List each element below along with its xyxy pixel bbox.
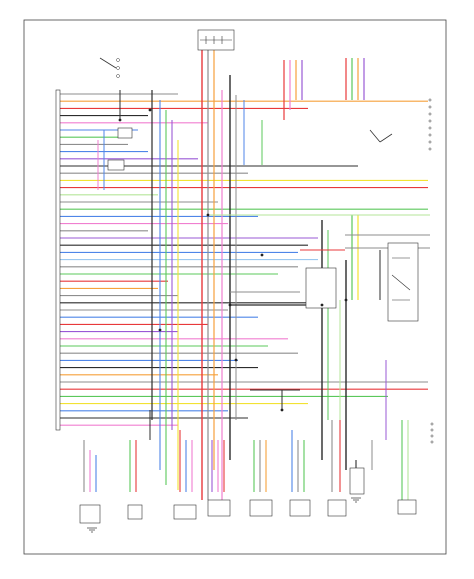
switch-contact: [116, 66, 120, 70]
bottom-component: [173, 504, 197, 520]
bottom-component: [249, 499, 273, 517]
terminal-pin: [430, 422, 434, 426]
terminal-pin: [428, 133, 432, 137]
bottom-component: [79, 504, 101, 524]
switch-contact: [116, 58, 120, 62]
terminal-pin: [430, 434, 434, 438]
splice-dot: [206, 213, 210, 217]
terminal-pin: [428, 119, 432, 123]
terminal-pin: [428, 98, 432, 102]
control-module: [387, 242, 419, 322]
splice-dot: [320, 303, 324, 307]
wire-layer: [58, 40, 430, 510]
bottom-component: [349, 467, 365, 495]
connector-block: [305, 267, 337, 309]
splice-dot: [228, 303, 232, 307]
splice-dot: [158, 328, 162, 332]
bottom-component: [397, 499, 417, 515]
splice-dot: [118, 118, 122, 122]
switch-lever: [99, 57, 117, 69]
terminal-pin: [428, 105, 432, 109]
splice-dot: [148, 108, 152, 112]
splice-dot: [344, 298, 348, 302]
module-line: [391, 274, 411, 291]
bottom-component: [127, 504, 143, 520]
terminal-pin: [428, 112, 432, 116]
bottom-component: [289, 499, 311, 517]
diagram-frame: [23, 19, 447, 555]
terminal-pin: [428, 147, 432, 151]
sensor-symbol: [379, 133, 393, 143]
switch-contact: [116, 74, 120, 78]
bottom-component: [327, 499, 347, 517]
bottom-component: [207, 499, 231, 517]
relay-box: [117, 127, 133, 139]
relay-box: [107, 159, 125, 171]
terminal-pin: [430, 428, 434, 432]
splice-dot: [234, 358, 238, 362]
splice-dot: [280, 408, 284, 412]
splice-dot: [260, 253, 264, 257]
terminal-pin: [428, 140, 432, 144]
terminal-pin: [430, 440, 434, 444]
terminal-pin: [428, 126, 432, 130]
sensor-symbol: [369, 129, 381, 143]
component-layer: [55, 29, 434, 533]
left-connector: [55, 89, 61, 431]
